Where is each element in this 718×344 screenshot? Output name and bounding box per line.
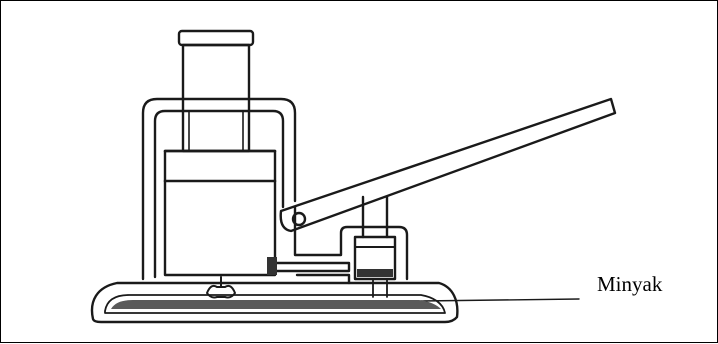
- pump-housing: [295, 207, 407, 279]
- ram-top-cap: [179, 31, 253, 45]
- lever-handle: [281, 99, 615, 231]
- oil-label: Minyak: [597, 272, 662, 296]
- oil-leader-line: [421, 299, 579, 301]
- fluid-channel: [275, 263, 349, 271]
- main-valve-block: [267, 257, 277, 275]
- pump-valve-ball: [357, 269, 393, 277]
- large-cylinder: [165, 151, 275, 275]
- housing-inner-wall: [155, 111, 283, 277]
- oil-layer: [111, 300, 441, 309]
